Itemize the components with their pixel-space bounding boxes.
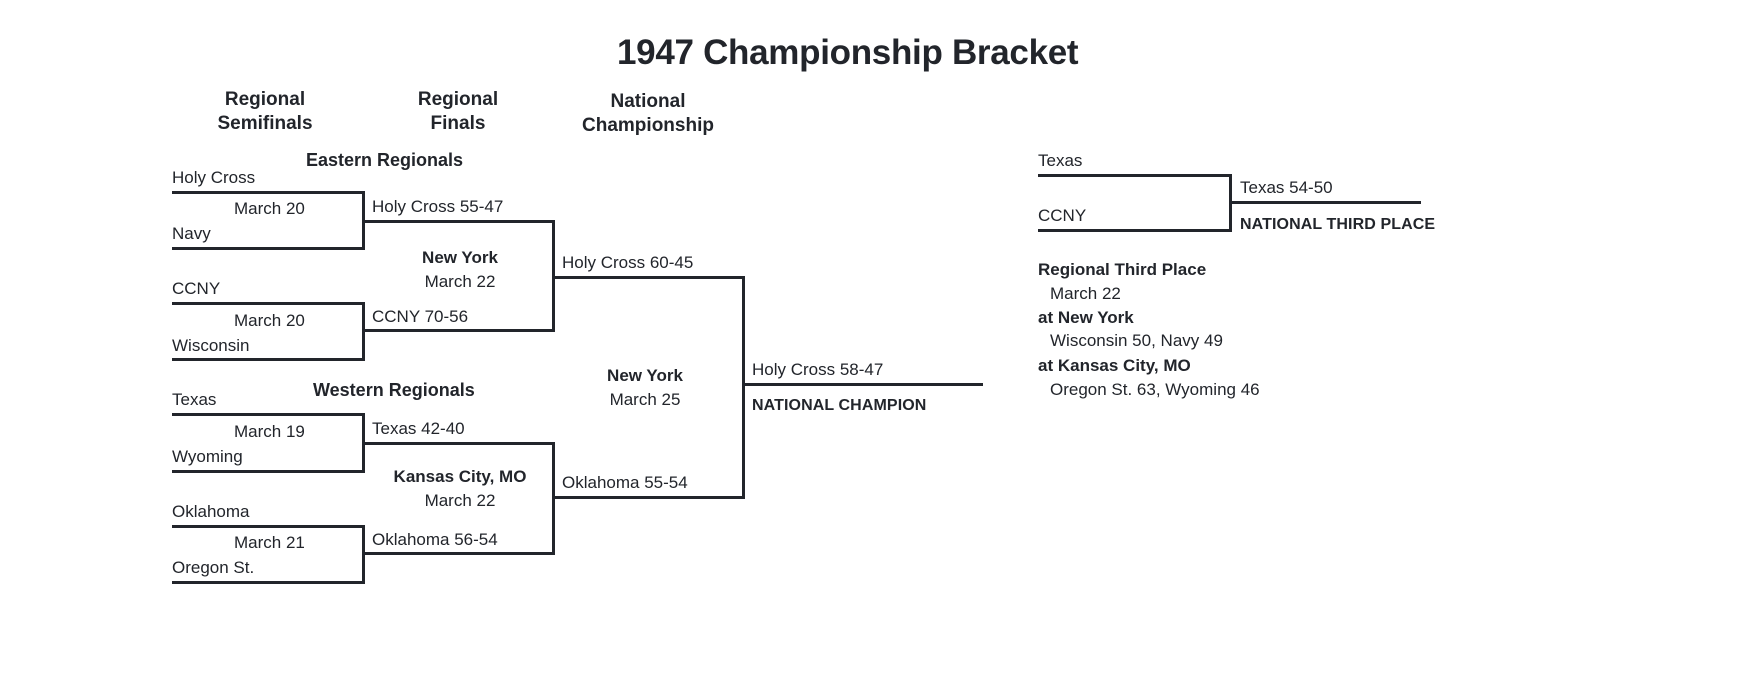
bracket-rule [362, 329, 555, 332]
semifinal-team: CCNY [172, 279, 221, 298]
semifinal-team: Oklahoma [172, 502, 250, 521]
bracket-rule [172, 191, 365, 194]
bracket-rule [362, 220, 555, 223]
semifinal-team: Holy Cross [172, 168, 256, 187]
national-champion-label: NATIONAL CHAMPION [752, 397, 927, 414]
regional-final-date: March 22 [424, 491, 496, 510]
regional-final-result: CCNY 70-56 [372, 307, 469, 326]
regional-final-date: March 22 [424, 272, 496, 291]
region-title-eastern: Eastern Regionals [306, 150, 464, 170]
page-title: 1947 Championship Bracket [617, 33, 1079, 72]
regional-final-result: Oklahoma 56-54 [372, 530, 498, 549]
bracket-rule [172, 470, 365, 473]
semifinal-team: Navy [172, 224, 211, 243]
semifinal-team: Oregon St. [172, 558, 255, 577]
national-final-result: Holy Cross 58-47 [752, 360, 884, 379]
national-final-site: New York [607, 366, 683, 385]
regional-final-result: Holy Cross 55-47 [372, 197, 504, 216]
bracket-rule [172, 413, 365, 416]
semifinal-team: Wisconsin [172, 336, 250, 355]
bracket-rule [1229, 201, 1421, 204]
bracket-rule [362, 442, 555, 445]
national-semifinal-result: Oklahoma 55-54 [562, 473, 688, 492]
national-third-place-label: NATIONAL THIRD PLACE [1240, 216, 1436, 233]
bracket-rule [172, 302, 365, 305]
bracket-rule [1038, 174, 1232, 177]
regional-final-site: Kansas City, MO [393, 467, 527, 486]
semifinal-team: Texas [172, 390, 217, 409]
third-place-result: Texas 54-50 [1240, 178, 1333, 197]
semifinal-team: Wyoming [172, 447, 243, 466]
regional-third-place-heading: Regional Third Place [1038, 260, 1207, 279]
third-place-team: Texas [1038, 151, 1083, 170]
bracket-rule [362, 552, 555, 555]
bracket-rule [172, 358, 365, 361]
semifinal-date: March 20 [234, 311, 305, 330]
regional-final-result: Texas 42-40 [372, 419, 465, 438]
bracket-rule [172, 525, 365, 528]
bracket-rule [552, 276, 745, 279]
semifinal-date: March 21 [234, 533, 305, 552]
regional-third-place-site: at Kansas City, MO [1038, 356, 1191, 375]
third-place-team: CCNY [1038, 206, 1087, 225]
bracket-rule [552, 496, 745, 499]
national-semifinal-result: Holy Cross 60-45 [562, 253, 694, 272]
regional-third-place-date: March 22 [1050, 284, 1121, 303]
regional-third-place-site: at New York [1038, 308, 1134, 327]
semifinal-date: March 20 [234, 199, 305, 218]
column-header-national-championship: National Championship [582, 91, 714, 137]
bracket-rule [742, 383, 983, 386]
bracket-rule [172, 581, 365, 584]
regional-third-place-result: Oregon St. 63, Wyoming 46 [1050, 380, 1260, 399]
region-title-western: Western Regionals [313, 380, 475, 400]
national-final-date: March 25 [609, 390, 681, 409]
regional-final-site: New York [422, 248, 498, 267]
bracket-rule [1038, 229, 1232, 232]
column-header-regional-semifinals: Regional Semifinals [217, 89, 313, 135]
column-header-regional-finals: Regional Finals [417, 89, 499, 135]
bracket-rule [172, 247, 365, 250]
semifinal-date: March 19 [234, 422, 305, 441]
bracket-connector [742, 276, 745, 499]
regional-third-place-result: Wisconsin 50, Navy 49 [1050, 331, 1223, 350]
